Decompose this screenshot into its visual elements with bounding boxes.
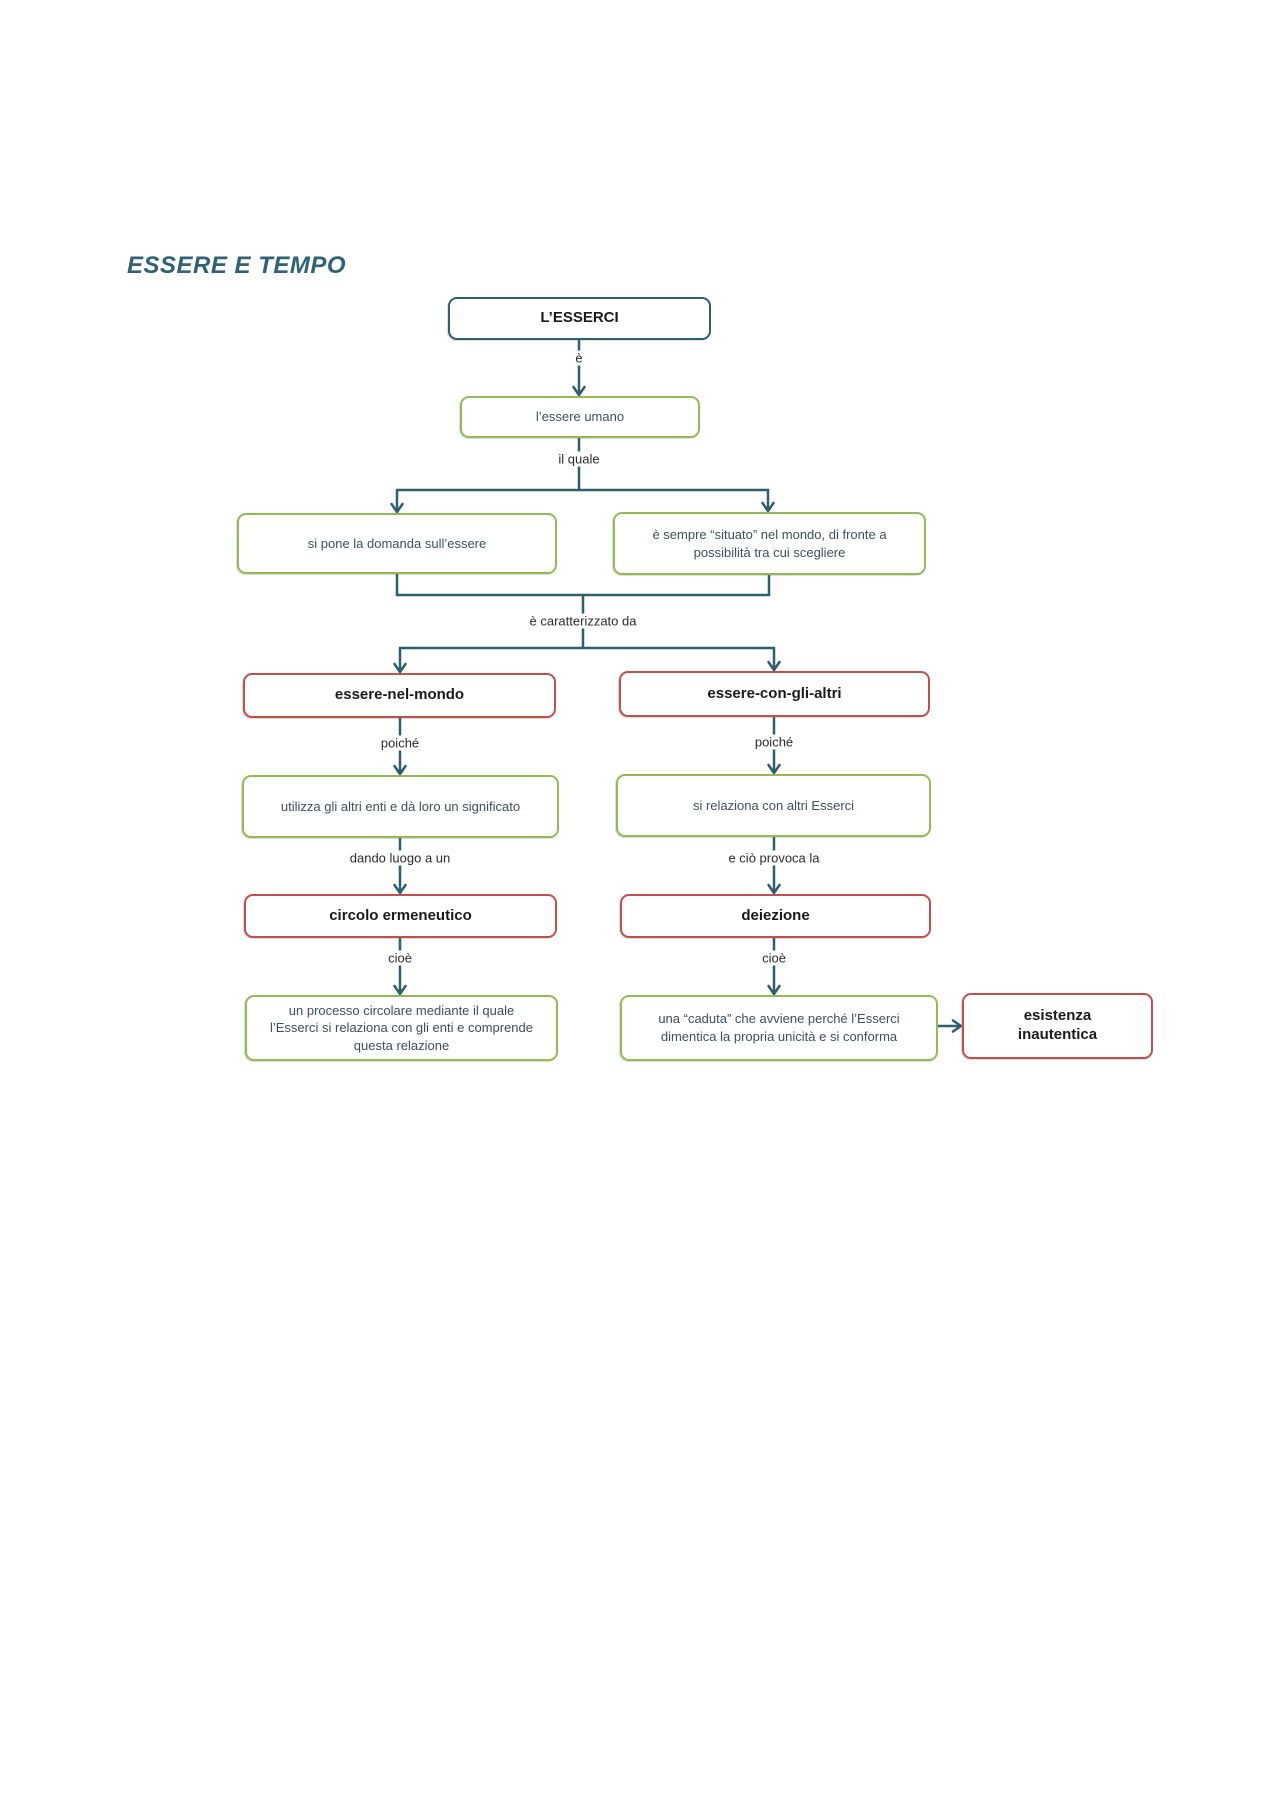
edge-label-dando-luogo: dando luogo a un [345,850,455,866]
node-si-pone-domanda-label: si pone la domanda sull’essere [307,535,487,551]
edge-label-cioe-right: cioè [758,950,790,966]
node-deiezione-label: deiezione [741,906,810,924]
node-esserci-label: L’ESSERCI [540,309,619,327]
edge-label-poiche-right: poiché [750,734,798,750]
edge-label-caratterizzato-da: è caratterizzato da [525,613,641,629]
node-utilizza-enti: utilizza gli altri enti e dà loro un sig… [242,775,559,838]
edge-label-cioe-left: cioè [384,950,416,966]
node-utilizza-enti-label: utilizza gli altri enti e dà loro un sig… [280,798,521,814]
node-esistenza-inautentica: esistenza inautentica [962,993,1153,1059]
node-processo-circolare-label: un processo circolare mediante il quale … [269,1002,533,1053]
node-esserci: L’ESSERCI [448,297,711,340]
node-si-relaziona-label: si relaziona con altri Esserci [692,797,855,813]
edge-label-e: è [571,350,587,366]
edge-label-cio-provoca: e ciò provoca la [724,850,824,866]
node-essere-nel-mondo-label: essere-nel-mondo [334,686,465,704]
edge-label-il-quale: il quale [554,451,604,467]
node-essere-umano: l’essere umano [460,396,700,438]
node-essere-nel-mondo: essere-nel-mondo [243,673,556,718]
node-circolo-ermeneutico: circolo ermeneutico [244,894,557,938]
node-si-pone-domanda: si pone la domanda sull’essere [237,513,557,574]
node-essere-con-gli-altri: essere-con-gli-altri [619,671,930,717]
node-caduta: una “caduta” che avviene perché l’Esserc… [620,995,938,1061]
node-processo-circolare: un processo circolare mediante il quale … [245,995,558,1061]
node-esistenza-inautentica-label: esistenza inautentica [1017,1007,1098,1043]
node-si-relaziona: si relaziona con altri Esserci [616,774,931,837]
node-caduta-label: una “caduta” che avviene perché l’Esserc… [658,1011,900,1044]
page-title: ESSERE E TEMPO [127,252,347,279]
node-deiezione: deiezione [620,894,931,938]
node-circolo-ermeneutico-label: circolo ermeneutico [329,906,472,924]
edge-label-poiche-left: poiché [376,735,424,751]
node-situato-nel-mondo: è sempre “situato” nel mondo, di fronte … [613,512,926,575]
node-essere-con-gli-altri-label: essere-con-gli-altri [707,684,842,702]
node-situato-nel-mondo-label: è sempre “situato” nel mondo, di fronte … [652,526,887,560]
node-essere-umano-label: l’essere umano [535,409,625,425]
